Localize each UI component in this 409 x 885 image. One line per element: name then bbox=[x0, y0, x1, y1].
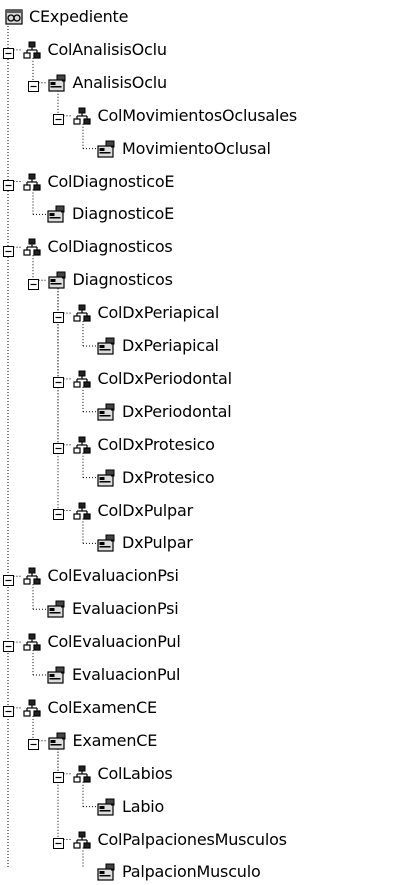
tree-node-label[interactable]: ColDxPeriodontal bbox=[97, 368, 233, 388]
class-object-icon bbox=[97, 403, 115, 421]
tree-root-label[interactable]: CExpediente bbox=[29, 7, 129, 26]
tree-node-label[interactable]: ColDxPeriapical bbox=[97, 303, 220, 323]
class-object-icon bbox=[47, 74, 66, 92]
tree-node-label[interactable]: EvaluacionPsi bbox=[72, 599, 179, 619]
collection-icon bbox=[22, 41, 41, 59]
class-object-icon bbox=[47, 205, 65, 223]
collapse-toggle-icon[interactable] bbox=[2, 702, 14, 718]
class-object-icon bbox=[47, 600, 65, 618]
collection-icon bbox=[72, 370, 91, 388]
collection-icon bbox=[22, 699, 41, 717]
tree-node-label[interactable]: PalpacionMusculo bbox=[122, 862, 261, 882]
class-object-icon bbox=[47, 666, 65, 684]
collection-icon bbox=[72, 107, 91, 125]
collapse-toggle-icon[interactable] bbox=[52, 373, 64, 389]
class-module-icon bbox=[5, 8, 23, 26]
tree-connector-lines bbox=[7, 26, 96, 867]
collection-icon bbox=[72, 765, 91, 783]
tree-node-label[interactable]: MovimientoOclusal bbox=[122, 138, 271, 158]
tree-node-label[interactable]: ColMovimientosOclusales bbox=[97, 105, 298, 125]
tree-node-label[interactable]: EvaluacionPul bbox=[72, 665, 181, 684]
collapse-toggle-icon[interactable] bbox=[27, 275, 39, 290]
class-object-icon bbox=[97, 337, 115, 355]
tree-node-label[interactable]: DxPulpar bbox=[122, 533, 193, 553]
collapse-toggle-icon[interactable] bbox=[2, 637, 14, 652]
collapse-toggle-icon[interactable] bbox=[2, 242, 14, 257]
class-object-icon bbox=[47, 271, 66, 289]
collapse-toggle-icon[interactable] bbox=[27, 735, 39, 751]
tree-node-label[interactable]: Labio bbox=[122, 796, 165, 816]
tree-node-label[interactable]: ColExamenCE bbox=[47, 697, 158, 717]
collection-icon bbox=[72, 831, 91, 849]
class-object-icon bbox=[47, 732, 66, 750]
collection-icon bbox=[22, 238, 41, 256]
class-object-icon bbox=[97, 469, 115, 487]
tree-node-label[interactable]: DxProtesico bbox=[122, 467, 215, 487]
tree-node-label[interactable]: ColDxProtesico bbox=[97, 434, 215, 454]
collapse-toggle-icon[interactable] bbox=[52, 308, 64, 323]
collection-icon bbox=[22, 633, 41, 651]
tree-node-label[interactable]: ColDxPulpar bbox=[97, 500, 194, 520]
collapse-toggle-icon[interactable] bbox=[52, 110, 64, 126]
collapse-toggle-icon[interactable] bbox=[2, 176, 14, 191]
collection-icon bbox=[22, 173, 41, 191]
tree-node-label[interactable]: ColDiagnosticoE bbox=[47, 171, 175, 191]
class-object-icon bbox=[97, 798, 115, 816]
tree-node-label[interactable]: DxPeriapical bbox=[122, 336, 219, 355]
tree-node-label[interactable]: DxPeriodontal bbox=[122, 401, 232, 421]
tree-node-label[interactable]: ColLabios bbox=[97, 763, 173, 783]
collection-icon bbox=[72, 436, 91, 454]
tree-node-label[interactable]: DiagnosticoE bbox=[72, 204, 175, 224]
class-object-icon bbox=[97, 863, 115, 881]
tree-node-label[interactable]: AnalisisOclu bbox=[72, 72, 168, 92]
tree-node-label[interactable]: ColEvaluacionPsi bbox=[47, 566, 180, 586]
collapse-toggle-icon[interactable] bbox=[52, 505, 64, 520]
collapse-toggle-icon[interactable] bbox=[52, 834, 64, 849]
class-object-icon bbox=[97, 534, 115, 552]
tree-node-label[interactable]: ColAnalisisOclu bbox=[47, 39, 167, 59]
tree-node-label[interactable]: ColPalpacionesMusculos bbox=[97, 829, 287, 849]
collapse-toggle-icon[interactable] bbox=[27, 77, 39, 93]
collapse-toggle-icon[interactable] bbox=[52, 439, 64, 455]
collapse-toggle-icon[interactable] bbox=[2, 44, 14, 60]
tree-node-label[interactable]: ColDiagnosticos bbox=[47, 237, 173, 257]
collapse-toggle-icon[interactable] bbox=[52, 768, 64, 784]
collapse-toggle-icon[interactable] bbox=[2, 571, 14, 586]
class-object-icon bbox=[97, 140, 115, 158]
collection-icon bbox=[22, 567, 41, 585]
tree-node-label[interactable]: Diagnosticos bbox=[72, 270, 173, 290]
collection-icon bbox=[72, 304, 91, 322]
tree-node-label[interactable]: ColEvaluacionPul bbox=[47, 632, 181, 652]
tree-node-label[interactable]: ExamenCE bbox=[72, 730, 158, 750]
collection-icon bbox=[72, 502, 91, 520]
